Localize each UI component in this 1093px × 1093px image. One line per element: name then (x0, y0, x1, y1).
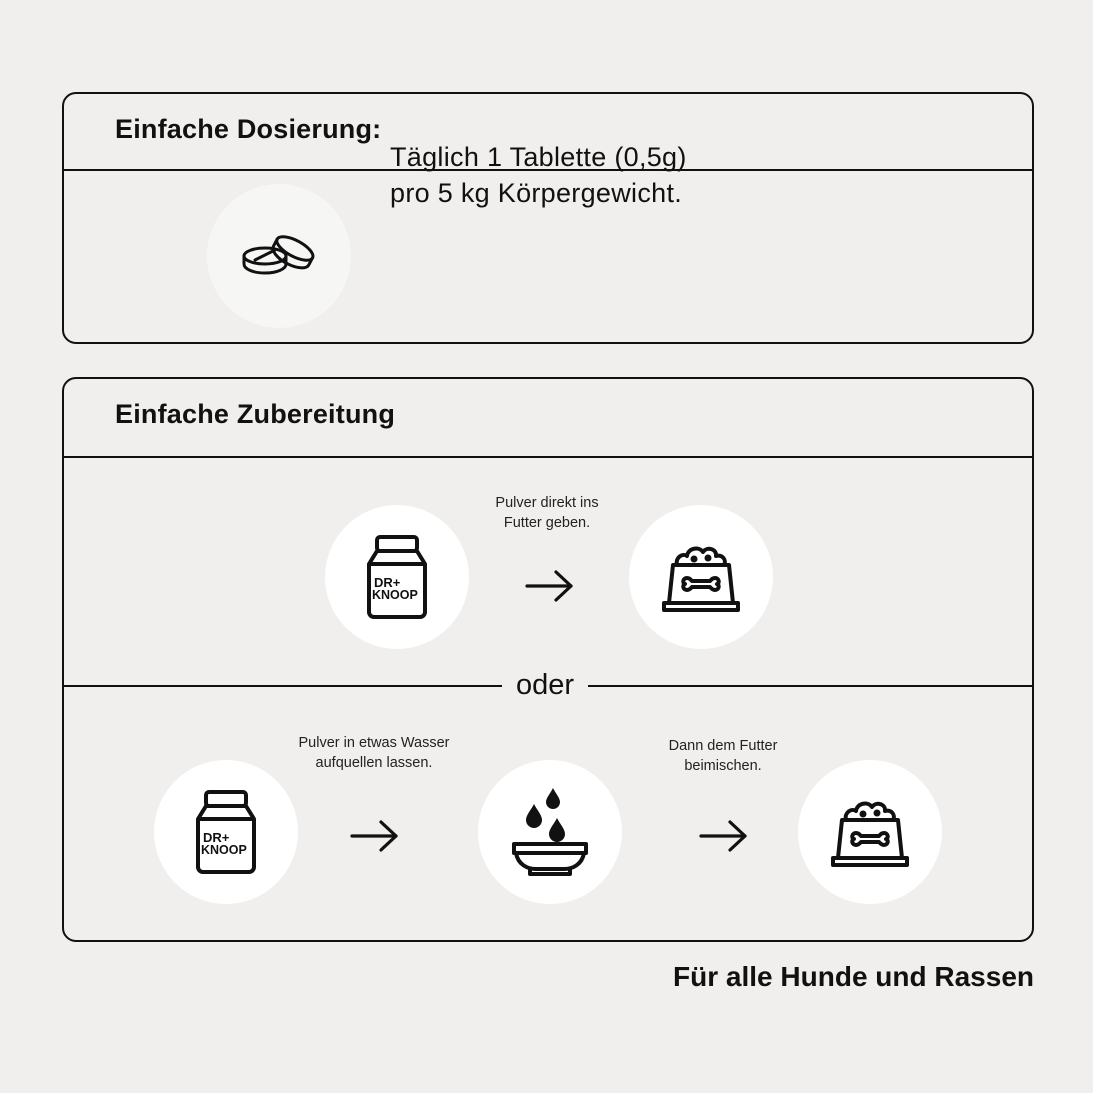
svg-text:DR+: DR+ (203, 830, 230, 845)
option1-caption-line-2: Futter geben. (503, 515, 591, 531)
dr-knoop-package-icon: DR+ KNOOP (196, 790, 256, 874)
option2-package-circle: DR+ KNOOP (154, 760, 298, 904)
water-bowl-drops-icon (512, 788, 588, 876)
preparation-title: Einfache Zubereitung (115, 399, 396, 429)
option2-caption-1-line-1: Pulver in etwas Wasser (298, 735, 450, 751)
option2-food-bowl-circle (798, 760, 942, 904)
option1-caption: Pulver direkt ins Futter geben. (462, 493, 632, 533)
footer-tagline: Für alle Hunde und Rassen (673, 961, 1034, 992)
arrow-right-icon (350, 820, 398, 852)
option2-caption-2: Dann dem Futter beimischen. (648, 736, 798, 776)
option2-water-bowl-circle (478, 760, 622, 904)
brand-label: DR+ (374, 575, 401, 590)
dosage-instructions: Täglich 1 Tablette (0,5g) pro 5 kg Körpe… (390, 139, 687, 211)
tablets-icon-circle (207, 184, 351, 328)
option2-caption-2-line-2: beimischen. (684, 758, 762, 774)
arrow-right-icon (699, 820, 747, 852)
food-bowl-bone-icon (662, 546, 740, 612)
dosage-card: Einfache Dosierung: Täglich 1 Tablette (… (62, 92, 1034, 344)
option1-caption-line-1: Pulver direkt ins (495, 495, 599, 511)
option2-caption-1: Pulver in etwas Wasser aufquellen lassen… (279, 733, 469, 773)
food-bowl-bone-icon (831, 801, 909, 867)
dr-knoop-package-icon: DR+ KNOOP (367, 535, 427, 619)
svg-text:KNOOP: KNOOP (201, 843, 247, 857)
preparation-card: Einfache Zubereitung Pulver direkt ins F… (62, 377, 1034, 942)
arrow-right-icon (525, 570, 573, 602)
option1-package-circle: DR+ KNOOP (325, 505, 469, 649)
svg-text:KNOOP: KNOOP (372, 588, 418, 602)
preparation-card-header: Einfache Zubereitung (64, 379, 1032, 458)
option2-caption-2-line-1: Dann dem Futter (668, 738, 778, 754)
or-separator-label: oder (502, 667, 588, 703)
dosage-line-2: pro 5 kg Körpergewicht. (390, 178, 683, 208)
option1-food-bowl-circle (629, 505, 773, 649)
dosage-line-1: Täglich 1 Tablette (0,5g) (390, 142, 687, 172)
dosage-title: Einfache Dosierung: (115, 114, 382, 144)
dosage-card-header: Einfache Dosierung: (64, 94, 1032, 171)
option2-caption-1-line-2: aufquellen lassen. (315, 755, 433, 771)
tablets-icon (242, 235, 315, 275)
